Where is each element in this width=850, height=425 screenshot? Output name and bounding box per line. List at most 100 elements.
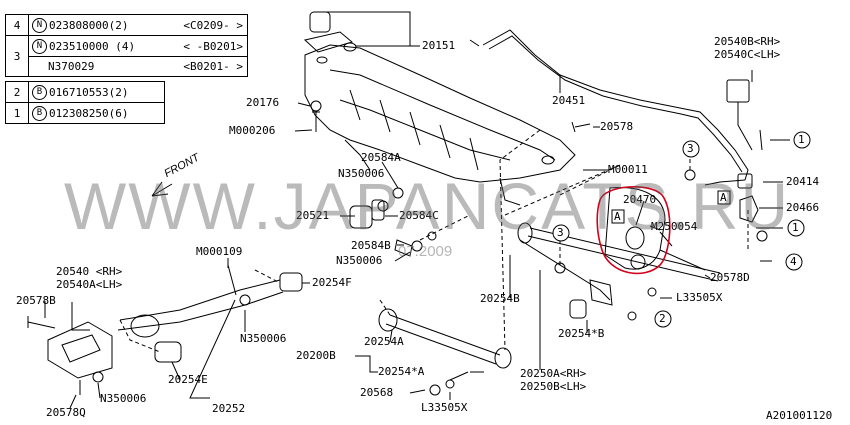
leader-line (394, 251, 411, 262)
guide-line (504, 164, 621, 216)
stabilizer-bar-end (704, 179, 746, 186)
part-label-20584a: 20584A (361, 151, 401, 164)
part-label-20540b: 20540B<RH> (714, 35, 781, 48)
trailing-bracket (47, 321, 113, 379)
nut (756, 230, 768, 242)
legend-part-number: 023510000 (4) (49, 39, 136, 53)
bushing-20470-lower (630, 254, 646, 270)
part-label-20578b: 20578B (16, 294, 56, 307)
callout-circle (654, 310, 672, 328)
leader-line (297, 102, 311, 107)
legend-part-number: 012308250(6) (49, 106, 129, 120)
part-label-20254f: 20254F (312, 276, 352, 289)
leader-line (69, 394, 77, 409)
stabilizer-bar-2 (488, 35, 743, 173)
nut (392, 187, 404, 199)
legend-part-number: 023808000(2) (49, 18, 129, 32)
leader-line (409, 389, 426, 394)
stabilizer-link-mount (726, 79, 750, 103)
legend-part-number: 016710553(2) (49, 85, 129, 99)
legend-note: <C0209- > (183, 18, 243, 32)
part-label-20578d: 20578D (710, 271, 750, 284)
leader-line (649, 225, 661, 231)
part-label-20254b-star: 20254*B (558, 327, 605, 340)
part-label-n350006: N350006 (338, 167, 385, 180)
lateral-link-upper (519, 239, 611, 301)
bushing-20521 (349, 205, 373, 229)
callout-circle (793, 131, 811, 149)
leader-line (294, 129, 313, 132)
guide-line (499, 129, 541, 351)
adjuster-bracket (589, 279, 613, 306)
diagram-id: A201001120 (766, 409, 833, 422)
lateral-link-front-2 (527, 235, 719, 282)
leader-line (389, 329, 393, 343)
nut (92, 371, 104, 383)
part-label-20414: 20414 (786, 175, 820, 188)
callout-circle (785, 253, 803, 271)
part-label-m000206: M000206 (229, 124, 276, 137)
legend-number: 2 (6, 82, 29, 102)
subframe-rib (349, 89, 479, 171)
lateral-link-rear-2 (385, 323, 497, 365)
part-label-20254a-star: 20254*A (378, 365, 425, 378)
part-label-n350006: N350006 (240, 332, 287, 345)
trailing-bracket-inner (61, 334, 101, 363)
mount-hole (343, 42, 357, 52)
part-label-20176: 20176 (246, 96, 280, 109)
nut (377, 200, 389, 212)
nut (239, 294, 251, 306)
callout-circle (787, 219, 805, 237)
mount-hole-right (541, 155, 555, 165)
part-label-20200b: 20200B (296, 349, 336, 362)
bushing-20584c (371, 199, 385, 221)
part-label-20568: 20568 (360, 386, 394, 399)
guide-line (254, 269, 281, 284)
trailing-bushing-f (279, 272, 303, 292)
part-label-20254a: 20254A (364, 335, 404, 348)
callout-number: 1 (792, 221, 799, 234)
bushing-20470 (625, 226, 645, 250)
callout-number: 3 (687, 142, 694, 155)
nut (684, 169, 696, 181)
part-label-20254b: 20254B (480, 292, 520, 305)
callout-number: 1 (798, 133, 805, 146)
part-label-20521: 20521 (296, 209, 330, 222)
legend-row-3: 3 N 023510000 (4) < -B0201> N370029 <B02… (5, 36, 248, 77)
link-bushing (517, 222, 533, 244)
legend-part-number: N370029 (48, 59, 95, 73)
bolt-20578b (27, 316, 56, 329)
part-label-20540c: 20540C<LH> (714, 48, 781, 61)
highlight-circle (596, 185, 671, 275)
part-label-20540a: 20540A<LH> (56, 278, 123, 291)
parts-legend-table: 4 N 023808000(2) <C0209- > 3 N 023510000… (5, 14, 248, 124)
code-circle-b: B (32, 105, 47, 121)
part-label-20578q: 20578Q (46, 406, 86, 419)
bolt-20578d (659, 249, 706, 271)
leader-line (71, 302, 90, 331)
subframe-inner-2 (339, 99, 511, 161)
callout-circle (552, 224, 570, 242)
legend-number: 1 (6, 103, 29, 123)
part-label-20540: 20540 <RH> (56, 265, 123, 278)
bolt-m000206 (312, 111, 320, 132)
part-label-l33505x: L33505X (676, 291, 723, 304)
part-label-20451: 20451 (552, 94, 586, 107)
ref-box-a (611, 209, 625, 224)
callout-number: 3 (557, 226, 564, 239)
subframe-crossmember (304, 44, 576, 183)
part-label-20250b: 20250B<LH> (520, 380, 587, 393)
part-label-n350006: N350006 (100, 392, 147, 405)
legend-row-2: 2 B 016710553(2) (5, 81, 165, 103)
stabilizer-clamp (739, 195, 759, 223)
link-bushing (494, 347, 512, 369)
part-label-20254e: 20254E (168, 373, 208, 386)
trailing-link-2 (117, 291, 284, 331)
nut (429, 384, 441, 396)
code-circle-n: N (32, 38, 47, 54)
leader-line (381, 161, 399, 189)
part-label-n350006: N350006 (336, 254, 383, 267)
bolt-m250054 (659, 231, 673, 247)
legend-row-1: 1 B 012308250(6) (5, 103, 165, 124)
